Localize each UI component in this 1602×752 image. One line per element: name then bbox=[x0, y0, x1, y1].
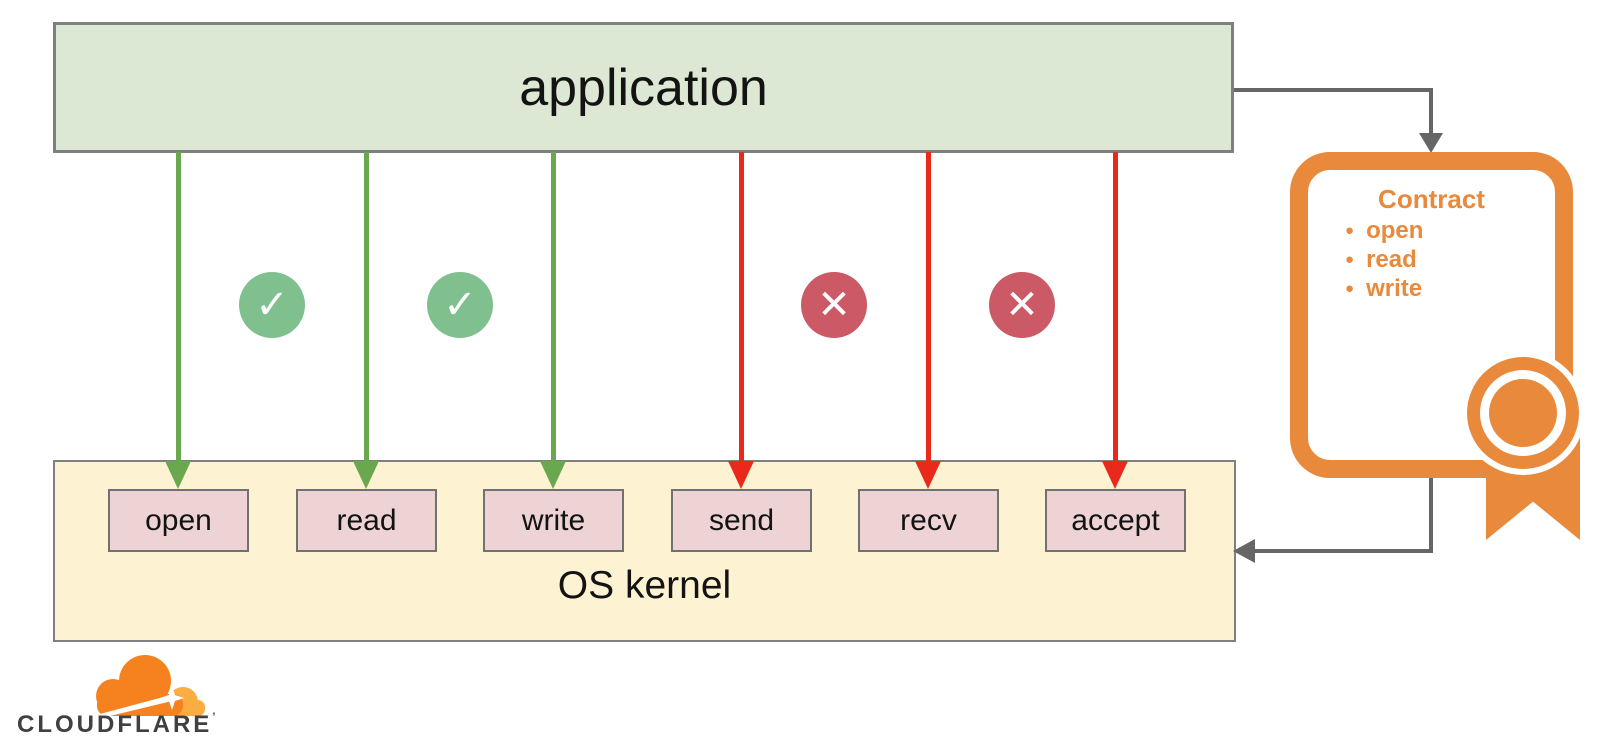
cloudflare-wordmark: CLOUDFLARE’ bbox=[17, 711, 215, 739]
check-glyph: ✓ bbox=[443, 282, 477, 328]
syscall-label: read bbox=[336, 503, 397, 537]
write-arrow bbox=[551, 152, 556, 464]
contract-to-kernel-connector bbox=[1252, 549, 1433, 553]
os-kernel-label: OS kernel bbox=[557, 564, 732, 607]
syscall-box-accept: accept bbox=[1045, 489, 1186, 552]
cloudflare-wordmark-text: CLOUDFLARE bbox=[17, 711, 213, 738]
send-arrowhead-icon bbox=[728, 461, 754, 489]
application-box: application bbox=[53, 22, 1234, 153]
syscall-box-send: send bbox=[671, 489, 812, 552]
contract-item-label: write bbox=[1366, 274, 1423, 302]
contract-title: Contract bbox=[1378, 184, 1485, 214]
cross-glyph: ✕ bbox=[817, 282, 851, 328]
left-arrowhead-icon bbox=[1233, 539, 1255, 563]
syscall-box-open: open bbox=[108, 489, 249, 552]
recv-arrowhead-icon bbox=[915, 461, 941, 489]
read-arrow bbox=[364, 152, 369, 464]
bullet-icon: ● bbox=[1345, 251, 1355, 268]
send-arrow bbox=[739, 152, 744, 464]
write-arrowhead-icon bbox=[540, 461, 566, 489]
syscall-box-read: read bbox=[296, 489, 437, 552]
contract-item: ● open bbox=[1345, 216, 1423, 245]
cloudflare-cloud-icon bbox=[85, 655, 205, 721]
down-arrowhead-icon bbox=[1419, 133, 1443, 153]
open-arrowhead-icon bbox=[165, 461, 191, 489]
seal-medal-core bbox=[1489, 379, 1557, 447]
check-glyph: ✓ bbox=[255, 282, 289, 328]
contract-item: ● read bbox=[1345, 245, 1423, 274]
cross-circle-icon: ✕ bbox=[801, 272, 867, 338]
bullet-icon: ● bbox=[1345, 280, 1355, 297]
syscall-label: accept bbox=[1071, 503, 1160, 537]
contract-item-list: ● open ● read ● write bbox=[1345, 216, 1423, 303]
contract-item-label: open bbox=[1366, 216, 1424, 244]
syscall-label: recv bbox=[900, 503, 957, 537]
bullet-icon: ● bbox=[1345, 222, 1355, 239]
check-circle-icon: ✓ bbox=[427, 272, 493, 338]
contract-to-kernel-connector bbox=[1429, 478, 1433, 553]
os-kernel-box bbox=[53, 460, 1236, 642]
syscall-label: open bbox=[145, 503, 212, 537]
app-to-contract-connector bbox=[1429, 88, 1433, 136]
contract-item: ● write bbox=[1345, 274, 1423, 303]
accept-arrow bbox=[1113, 152, 1118, 464]
check-circle-icon: ✓ bbox=[239, 272, 305, 338]
app-to-contract-connector bbox=[1234, 88, 1433, 92]
recv-arrow bbox=[926, 152, 931, 464]
application-label: application bbox=[519, 58, 768, 117]
cross-circle-icon: ✕ bbox=[989, 272, 1055, 338]
accept-arrowhead-icon bbox=[1102, 461, 1128, 489]
syscall-box-recv: recv bbox=[858, 489, 999, 552]
trademark-mark: ’ bbox=[212, 711, 216, 723]
syscall-box-write: write bbox=[483, 489, 624, 552]
open-arrow bbox=[176, 152, 181, 464]
syscall-label: send bbox=[708, 503, 775, 537]
contract-item-label: read bbox=[1366, 245, 1417, 273]
syscall-label: write bbox=[521, 503, 586, 537]
read-arrowhead-icon bbox=[353, 461, 379, 489]
cross-glyph: ✕ bbox=[1005, 282, 1039, 328]
